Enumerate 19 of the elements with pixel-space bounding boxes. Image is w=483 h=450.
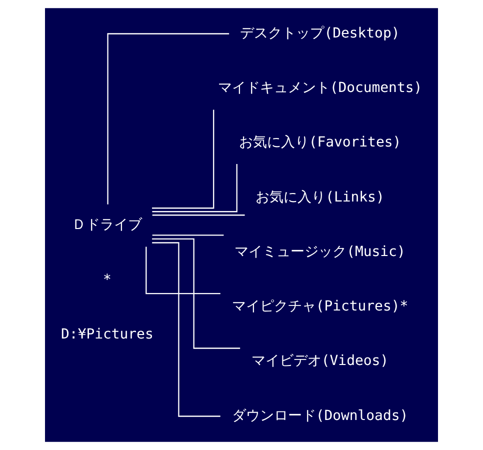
node-text: お気に入り(Links): [256, 189, 384, 206]
node-text: ダウンロード(Downloads): [232, 408, 408, 424]
node-text: Ｄドライブ: [72, 217, 142, 234]
connector: [152, 214, 245, 216]
connector: [152, 238, 240, 349]
node-text: マイミュージック(Music): [234, 244, 406, 260]
connector: [152, 110, 214, 209]
node-text: マイドキュメント(Documents): [218, 80, 422, 96]
node-text: お気に入り(Favorites): [238, 134, 402, 151]
connector: [152, 164, 238, 212]
label: D:¥Pictures: [61, 326, 154, 342]
connector: [107, 33, 230, 204]
node-text: マイピクチャ(Pictures)*: [232, 298, 408, 315]
label: *: [103, 272, 112, 288]
connector: [146, 246, 220, 294]
node-text: マイビデオ(Videos): [251, 353, 389, 370]
connector: [152, 242, 220, 417]
connector: [152, 234, 224, 236]
node-text: デスクトップ(Desktop): [240, 25, 400, 42]
